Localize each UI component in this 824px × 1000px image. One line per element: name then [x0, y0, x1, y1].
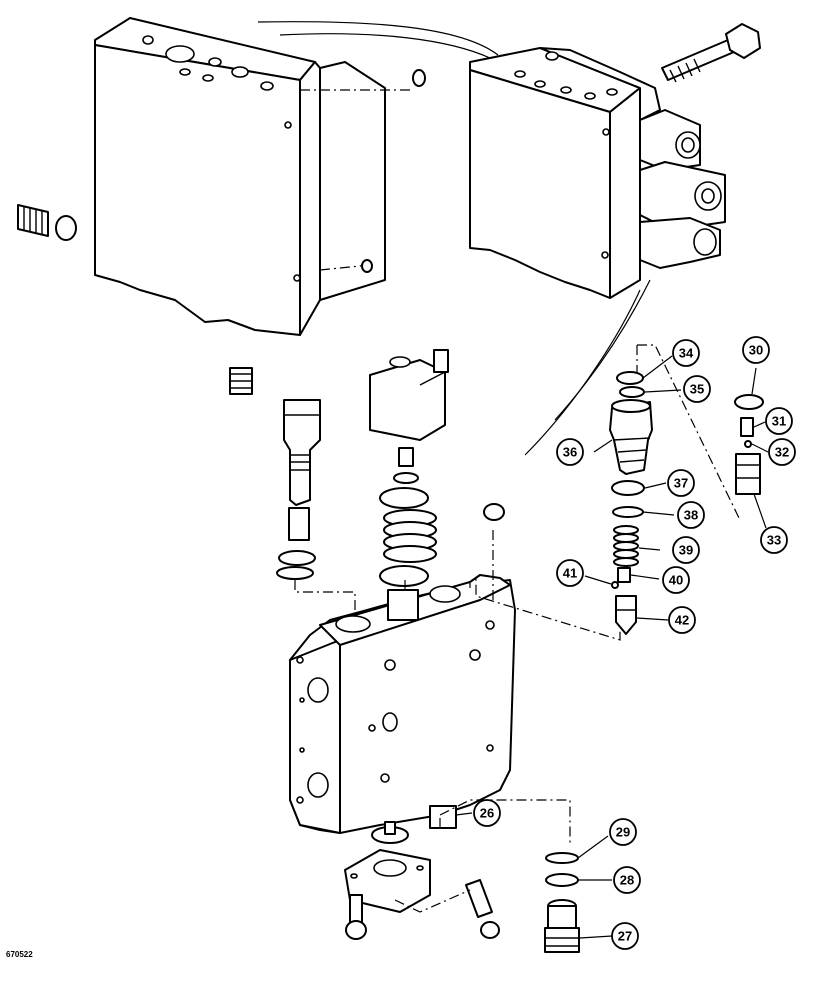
cap: [55, 215, 77, 241]
small-bolt: [483, 503, 505, 521]
callout-number: 33: [767, 533, 781, 548]
figure-id: 670522: [6, 950, 33, 959]
callout-36: 36: [556, 438, 584, 466]
part-27-valve: [544, 899, 580, 953]
part-36-valve-housing: [609, 399, 653, 475]
main-valve-body: [289, 574, 516, 834]
callout-circle: [556, 438, 584, 466]
part-35-o-ring: [619, 386, 645, 398]
callout-number: 41: [563, 566, 577, 581]
solenoid-coil: [369, 349, 449, 441]
part-37-backup-ring: [611, 480, 645, 496]
part-39-spring: [613, 525, 639, 567]
callout-circle: [556, 559, 584, 587]
callout-number: 29: [616, 825, 630, 840]
hex-bolt: [661, 23, 761, 83]
callout-number: 37: [674, 476, 688, 491]
part-30-cap: [734, 394, 764, 410]
callout-circle: [662, 566, 690, 594]
callout-circle: [668, 606, 696, 634]
callout-circle: [609, 818, 637, 846]
callout-number: 36: [563, 445, 577, 460]
part-34-backup-ring: [616, 371, 644, 385]
callout-42: 42: [668, 606, 696, 634]
callout-29: 29: [609, 818, 637, 846]
set-screw: [465, 879, 500, 939]
part-28-backup-ring: [545, 873, 579, 887]
part-31-plug: [740, 417, 754, 437]
solenoid-spring: [379, 509, 437, 587]
callout-33: 33: [760, 526, 788, 554]
part-41-ball: [611, 581, 619, 589]
callout-number: 31: [772, 414, 786, 429]
solenoid-stem: [379, 447, 429, 509]
callout-circle: [760, 526, 788, 554]
callout-30: 30: [742, 336, 770, 364]
callout-number: 38: [684, 508, 698, 523]
callout-circle: [672, 339, 700, 367]
callout-34: 34: [672, 339, 700, 367]
callout-number: 35: [690, 382, 704, 397]
part-29-o-ring: [545, 852, 579, 864]
callout-40: 40: [662, 566, 690, 594]
callout-circle: [765, 407, 793, 435]
callout-28: 28: [613, 866, 641, 894]
callout-circle: [473, 799, 501, 827]
callout-number: 30: [749, 343, 763, 358]
part-33-seat: [735, 453, 761, 495]
right-valve-block: [469, 47, 726, 299]
bottom-flange: [344, 821, 431, 913]
relief-valve-cartridge: [276, 399, 321, 580]
part-32-ball: [744, 440, 752, 448]
callout-circle: [672, 536, 700, 564]
callout-35: 35: [683, 375, 711, 403]
callout-number: 40: [669, 573, 683, 588]
o-ring-lower: [361, 259, 373, 273]
o-ring-upper: [412, 69, 426, 87]
callout-number: 42: [675, 613, 689, 628]
callout-circle: [677, 501, 705, 529]
callout-31: 31: [765, 407, 793, 435]
cap-screw: [345, 894, 367, 940]
callout-32: 32: [768, 438, 796, 466]
left-valve-block: [94, 17, 410, 336]
callout-circle: [742, 336, 770, 364]
part-38-o-ring: [612, 506, 644, 518]
callout-26: 26: [473, 799, 501, 827]
callout-number: 28: [620, 873, 634, 888]
callout-circle: [683, 375, 711, 403]
callout-circle: [611, 922, 639, 950]
callout-41: 41: [556, 559, 584, 587]
callout-number: 34: [679, 346, 694, 361]
small-threaded-plug: [229, 367, 253, 395]
callout-number: 26: [480, 806, 494, 821]
callout-circle: [613, 866, 641, 894]
callout-38: 38: [677, 501, 705, 529]
callout-circle: [667, 469, 695, 497]
callout-number: 32: [775, 445, 789, 460]
callout-number: 39: [679, 543, 693, 558]
callout-39: 39: [672, 536, 700, 564]
threaded-plug: [17, 204, 49, 237]
part-42-poppet: [615, 595, 637, 635]
callout-layer: 26 27 28 29 30 31 32 33 34 35 36 37 38 39 40 41 42: [473, 336, 796, 950]
callout-27: 27: [611, 922, 639, 950]
callout-number: 27: [618, 929, 632, 944]
callout-37: 37: [667, 469, 695, 497]
callout-circle: [768, 438, 796, 466]
part-40-pin: [617, 567, 631, 583]
